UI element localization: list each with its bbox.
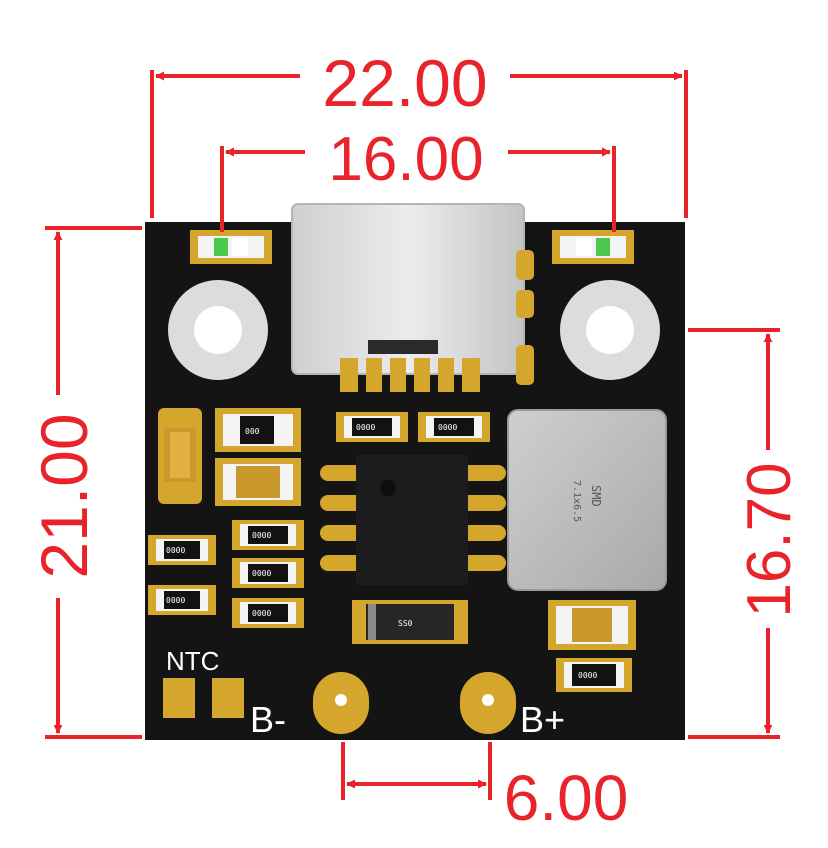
b-minus-label: B- bbox=[250, 699, 286, 740]
resistor-r3: 0000 bbox=[232, 558, 304, 588]
svg-text:000: 000 bbox=[245, 427, 260, 436]
capacitor-vertical bbox=[158, 408, 202, 504]
inductor-label-line2: 7.1x6.5 bbox=[571, 480, 582, 522]
svg-text:0000: 0000 bbox=[438, 423, 457, 432]
svg-text:0000: 0000 bbox=[252, 569, 271, 578]
capacitor-c2 bbox=[548, 600, 636, 650]
capacitor-c1 bbox=[215, 458, 301, 506]
dim-label-22: 22.00 bbox=[322, 46, 487, 120]
resistor-r9: 0000 bbox=[556, 658, 632, 692]
svg-text:0000: 0000 bbox=[252, 531, 271, 540]
inductor: SMD 7.1x6.5 bbox=[507, 409, 667, 591]
resistor-r7: 0000 bbox=[336, 412, 408, 442]
ntc-label: NTC bbox=[166, 646, 219, 676]
svg-text:0000: 0000 bbox=[578, 671, 597, 680]
dim-label-21: 21.00 bbox=[27, 413, 101, 578]
resistor-r1: 000 bbox=[215, 408, 301, 452]
svg-text:0000: 0000 bbox=[166, 546, 185, 555]
ic-sop8 bbox=[320, 455, 506, 585]
b-plus-label: B+ bbox=[520, 699, 565, 740]
svg-text:0000: 0000 bbox=[356, 423, 375, 432]
diode: SS0 bbox=[352, 600, 468, 644]
resistor-r4: 0000 bbox=[232, 598, 304, 628]
resistor-r2: 0000 bbox=[232, 520, 304, 550]
resistor-r6: 0000 bbox=[148, 585, 216, 615]
svg-text:0000: 0000 bbox=[252, 609, 271, 618]
inductor-label-line1: SMD bbox=[589, 485, 603, 507]
mounting-hole-right bbox=[560, 280, 660, 380]
led-left bbox=[190, 230, 272, 264]
battery-pad-minus bbox=[313, 672, 369, 734]
led-right bbox=[552, 230, 634, 264]
ntc-pad-right bbox=[212, 678, 244, 718]
battery-pad-plus bbox=[460, 672, 516, 734]
mounting-hole-left bbox=[168, 280, 268, 380]
resistor-r5: 0000 bbox=[148, 535, 216, 565]
dim-label-6: 6.00 bbox=[504, 762, 629, 834]
dim-label-16: 16.00 bbox=[328, 125, 483, 194]
svg-text:SS0: SS0 bbox=[398, 619, 413, 628]
ntc-pad-left bbox=[163, 678, 195, 718]
svg-text:0000: 0000 bbox=[166, 596, 185, 605]
dim-label-1670: 16.70 bbox=[735, 462, 804, 617]
usb-c-connector bbox=[291, 203, 534, 392]
resistor-r8: 0000 bbox=[418, 412, 490, 442]
